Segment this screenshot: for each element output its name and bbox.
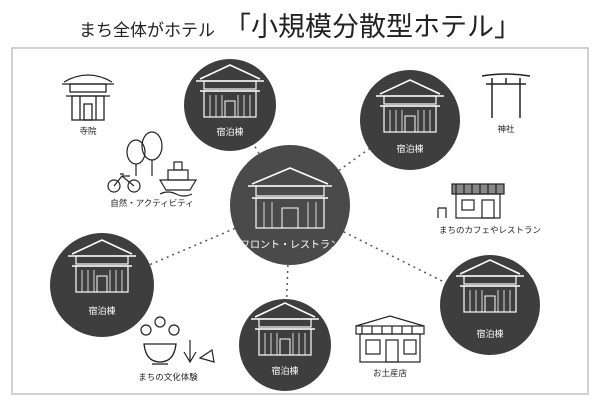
tree-icon	[126, 131, 163, 176]
cafe-restaurant: まちのカフェやレストラン	[437, 183, 541, 236]
page-title: まち全体がホテル 「小規模分散型ホテル」	[79, 12, 521, 43]
nature-activities: 自然・アクティビティ	[107, 131, 198, 209]
shop-icon	[355, 315, 425, 363]
connector-lodging-left	[101, 204, 291, 286]
souvenir-label: お土産店	[373, 368, 408, 379]
temple-icon	[62, 74, 114, 121]
lodging-label: 宿泊棟	[476, 328, 503, 340]
center-label: フロント・レストラン	[240, 239, 340, 251]
nature-label: 自然・アクティビティ	[110, 198, 194, 209]
cafe-label: まちのカフェやレストラン	[439, 226, 541, 236]
whisk-icon	[183, 340, 215, 364]
lodging-topright: 宿泊棟	[360, 70, 460, 170]
center-front-restaurant: フロント・レストラン	[230, 145, 350, 265]
cafe-icon	[437, 183, 505, 219]
lodging-label: 宿泊棟	[271, 365, 298, 377]
culture-label: まちの文化体験	[138, 372, 198, 383]
culture-experience: まちの文化体験	[138, 316, 215, 383]
ship-icon	[158, 161, 198, 197]
temple: 寺院	[62, 74, 114, 137]
lodging-label: 宿泊棟	[216, 126, 243, 138]
souvenir-shop: お土産店	[355, 315, 425, 379]
shrine-label: 神社	[497, 124, 515, 135]
lodging-label: 宿泊棟	[396, 143, 423, 155]
frame	[11, 47, 589, 395]
front-building-icon	[248, 167, 332, 229]
lodging-right: 宿泊棟	[440, 255, 540, 355]
title-main: 「小規模分散型ホテル」	[224, 12, 521, 43]
lodging-label: 宿泊棟	[88, 305, 115, 317]
flower-icon	[140, 316, 180, 336]
torii-icon	[481, 73, 531, 118]
title-prefix: まち全体がホテル	[79, 21, 215, 41]
bicycle-icon	[107, 173, 141, 193]
shrine: 神社	[481, 73, 531, 135]
temple-label: 寺院	[79, 126, 97, 137]
tea-bowl-icon	[143, 343, 177, 365]
lodging-bottom: 宿泊棟	[239, 299, 331, 391]
lodging-left: 宿泊棟	[50, 233, 154, 337]
lodging-top: 宿泊棟	[184, 59, 276, 151]
